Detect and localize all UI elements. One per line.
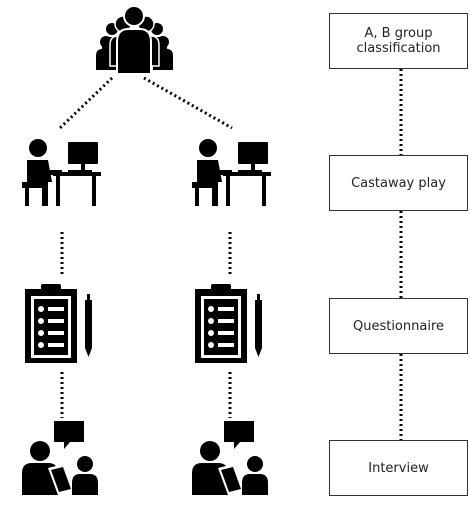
step-label: Interview [368,460,429,476]
step-label: Castaway play [351,175,446,191]
clipboard-checklist-icon [195,284,262,363]
step-interview: Interview [329,440,468,496]
connector-group-right [143,76,233,130]
step-questionnaire: Questionnaire [329,298,468,354]
interview-people-icon [192,421,268,495]
connector-group-left [58,76,114,130]
step-label: A, B group classification [356,26,441,56]
step-label: Questionnaire [352,318,445,334]
step-castaway-play: Castaway play [329,155,468,211]
person-at-computer-icon [22,139,101,206]
connector-lines [58,69,403,440]
person-at-computer-icon [192,139,271,206]
people-group-icon [96,5,173,75]
clipboard-checklist-icon [25,284,92,363]
interview-people-icon [22,421,98,495]
step-group-classification: A, B group classification [329,13,468,69]
